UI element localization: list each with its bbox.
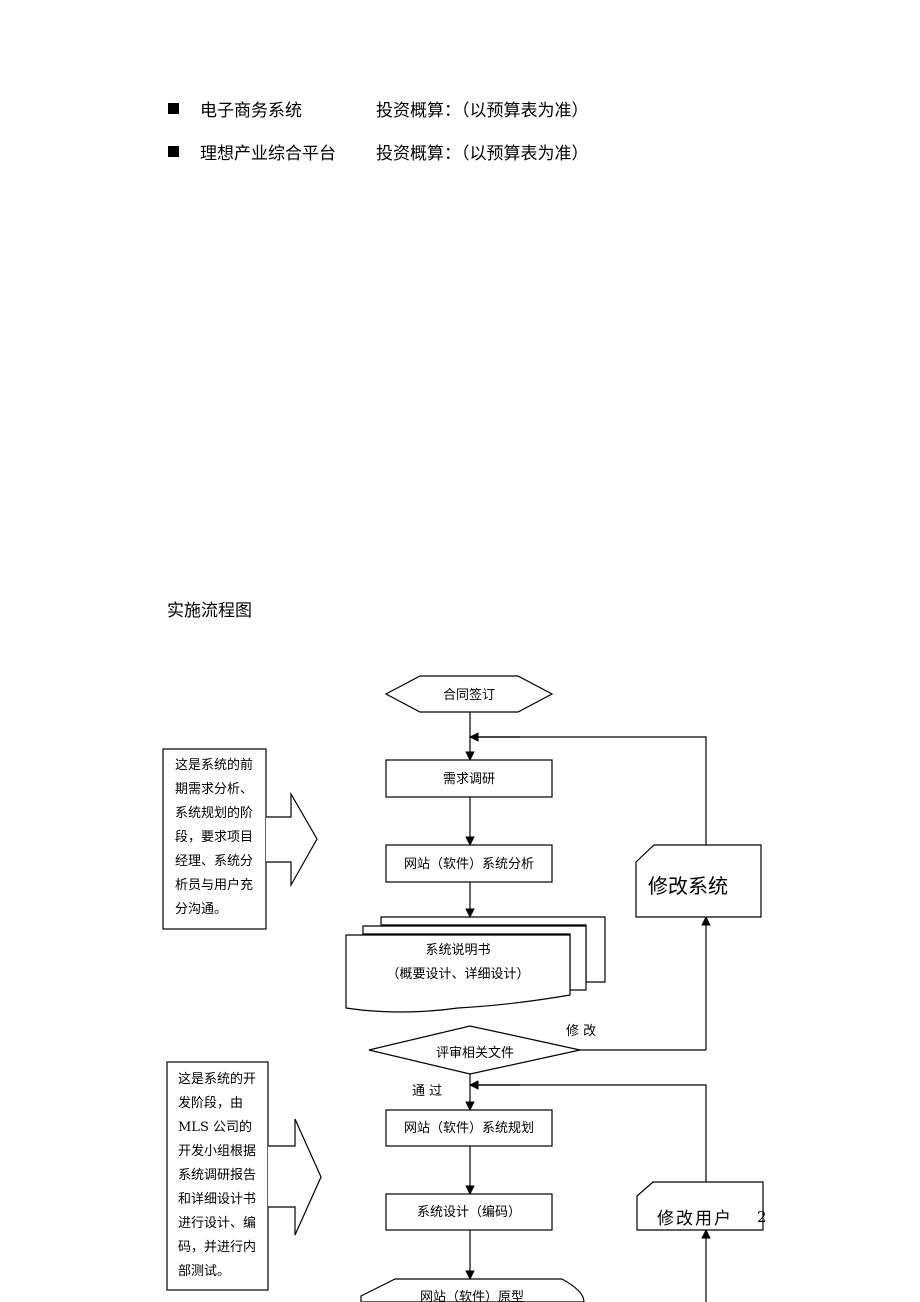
note-line: 码，并进行内 xyxy=(178,1240,257,1255)
system-planning-node xyxy=(385,1109,553,1147)
spec-document-node xyxy=(345,916,606,1013)
note-line: 分沟通。 xyxy=(175,902,228,917)
phase2-note-box xyxy=(166,1061,269,1291)
feedback-path xyxy=(470,1084,707,1182)
note-line: 系统调研报告 xyxy=(178,1168,257,1183)
investment-item: 理想产业综合平台 投资概算：（以预算表为准） xyxy=(168,139,589,164)
phase2-note-text: 这是系统的开 发阶段，由 MLS 公司的 开发小组根据 系统调研报告 和详细设计… xyxy=(178,1068,256,1284)
note-line: 期需求分析、 xyxy=(175,782,254,797)
note-line: 经理、系统分 xyxy=(175,854,254,869)
investment-item: 电子商务系统 投资概算：（以预算表为准） xyxy=(168,96,589,121)
modify-branch-label: 修 改 xyxy=(566,1024,596,1039)
system-planning-label: 网站（软件）系统规划 xyxy=(404,1121,534,1136)
investment-item-budget: 投资概算：（以预算表为准） xyxy=(376,100,589,121)
system-analysis-node xyxy=(385,844,553,883)
page-number: 2 xyxy=(757,1208,767,1226)
note-line: 进行设计、编 xyxy=(178,1216,257,1231)
phase2-block-arrow xyxy=(268,1118,322,1236)
system-design-node xyxy=(385,1193,553,1231)
modify-system-label: 修改系统 xyxy=(648,874,728,898)
note-line: 开发小组根据 xyxy=(178,1144,257,1159)
system-design-label: 系统设计（编码） xyxy=(417,1205,521,1220)
section-title: 实施流程图 xyxy=(167,601,252,621)
investment-item-name: 电子商务系统 xyxy=(200,100,302,121)
contract-signing-node xyxy=(384,675,554,713)
phase1-note-box xyxy=(162,748,267,930)
contract-signing-label: 合同签订 xyxy=(443,687,495,703)
modify-user-node xyxy=(636,1181,764,1231)
feedback-path xyxy=(470,736,707,845)
review-decision-label: 评审相关文件 xyxy=(436,1046,514,1061)
investment-item-budget: 投资概算：（以预算表为准） xyxy=(376,143,589,164)
spec-document-subtitle: （概要设计、详细设计） xyxy=(386,967,529,982)
note-line: 这是系统的前 xyxy=(175,758,254,773)
requirements-research-label: 需求调研 xyxy=(443,772,495,787)
note-line: MLS 公司的 xyxy=(178,1120,252,1135)
spec-document-title: 系统说明书 xyxy=(425,943,490,958)
note-line: 析员与用户充 xyxy=(175,878,254,893)
note-line: 段，要求项目 xyxy=(175,830,254,845)
note-line: 和详细设计书 xyxy=(178,1192,257,1207)
prototype-label: 网站（软件）原型 xyxy=(420,1290,524,1302)
investment-item-name: 理想产业综合平台 xyxy=(200,143,336,164)
phase1-block-arrow xyxy=(266,791,318,888)
note-line: 系统规划的阶 xyxy=(175,806,254,821)
system-analysis-label: 网站（软件）系统分析 xyxy=(404,857,534,872)
modify-system-node xyxy=(635,844,762,918)
note-line: 部测试。 xyxy=(178,1264,231,1279)
modify-user-label: 修改用户 xyxy=(657,1209,733,1229)
note-line: 发阶段，由 xyxy=(178,1096,244,1111)
square-bullet-icon xyxy=(168,145,179,157)
note-line: 这是系统的开 xyxy=(178,1072,257,1087)
pass-branch-label: 通 过 xyxy=(412,1084,442,1099)
square-bullet-icon xyxy=(168,102,179,114)
phase1-note-text: 这是系统的前 期需求分析、 系统规划的阶 段，要求项目 经理、系统分 析员与用户… xyxy=(175,754,253,922)
requirements-research-node xyxy=(385,759,553,798)
